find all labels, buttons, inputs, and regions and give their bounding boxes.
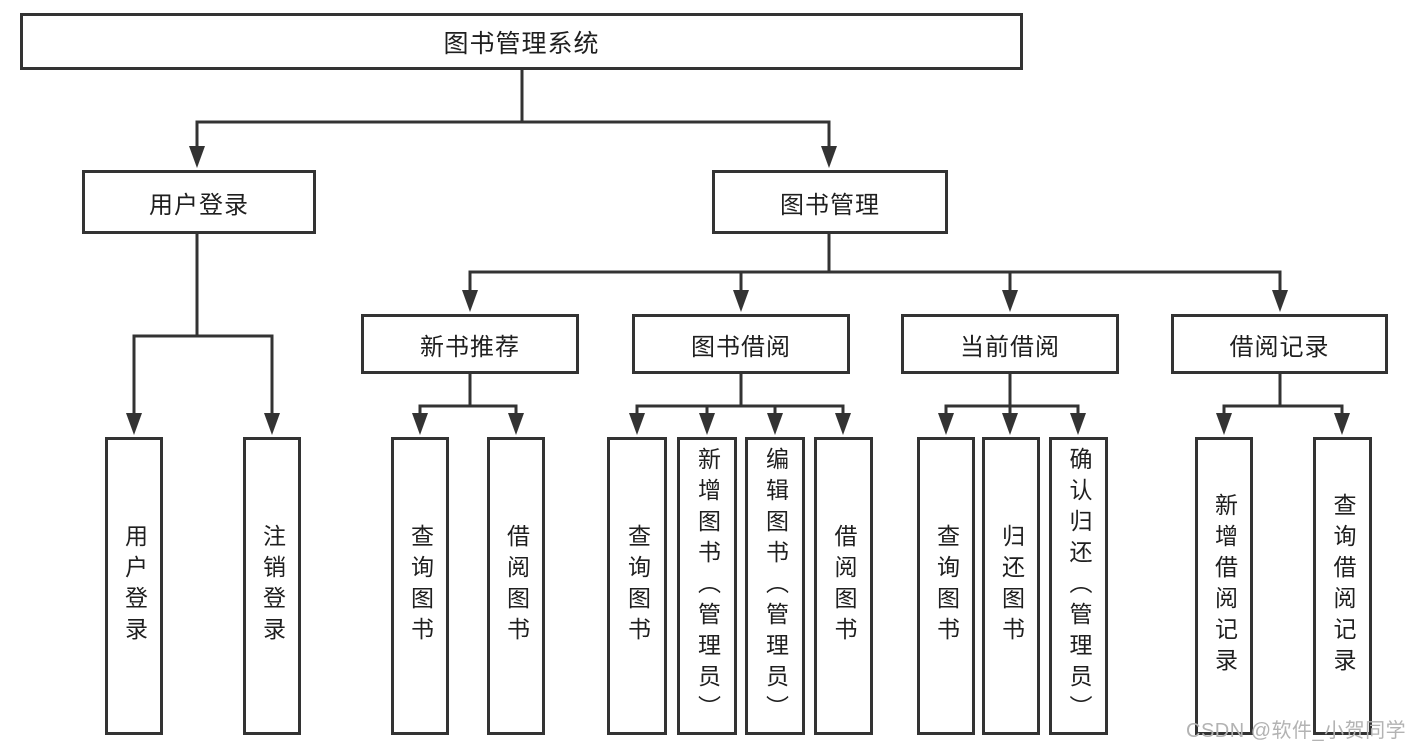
leaf-logout-label: 注销登录 [259,524,286,648]
leaf-query-books-current: 查询图书 [917,437,975,735]
node-current-borrow: 当前借阅 [901,314,1119,374]
leaf-query-borrow-record-label: 查询借阅记录 [1330,493,1356,679]
connector-newbook-to-leaves [412,373,524,435]
node-book-borrow-label: 图书借阅 [691,333,791,361]
leaf-logout: 注销登录 [243,437,301,735]
connector-borrowrecord-to-leaves [1216,373,1350,435]
leaf-edit-book-admin: 编辑图书（管理员） [745,437,805,735]
leaf-query-books-borrow: 查询图书 [607,437,667,735]
node-book-management-label: 图书管理 [780,191,880,219]
leaf-borrow-books-newbook-label: 借阅图书 [503,524,530,648]
leaf-confirm-return-admin-label: 确认归还（管理员） [1066,446,1092,726]
connector-bookmgmt-to-level3 [462,233,1288,312]
leaf-add-borrow-record-label: 新增借阅记录 [1211,493,1238,679]
leaf-add-book-admin-label: 新增图书（管理员） [694,446,721,726]
connector-currentborrow-to-leaves [938,373,1086,435]
leaf-user-login: 用户登录 [105,437,163,735]
leaf-borrow-books: 借阅图书 [814,437,873,735]
connector-root-to-level2 [189,68,837,168]
leaf-confirm-return-admin: 确认归还（管理员） [1049,437,1108,735]
leaf-query-books-borrow-label: 查询图书 [624,524,651,648]
leaf-user-login-label: 用户登录 [121,524,148,648]
node-user-login-label: 用户登录 [149,191,249,219]
node-library-system-label: 图书管理系统 [443,29,600,58]
connector-bookborrow-to-leaves [629,373,851,435]
leaf-query-books-current-label: 查询图书 [933,524,960,648]
node-book-borrow: 图书借阅 [632,314,850,374]
leaf-borrow-books-newbook: 借阅图书 [487,437,545,735]
node-user-login: 用户登录 [82,170,316,234]
node-new-book-recommend-label: 新书推荐 [420,333,520,361]
node-library-system: 图书管理系统 [20,13,1023,70]
leaf-add-borrow-record: 新增借阅记录 [1195,437,1253,735]
node-borrow-record-label: 借阅记录 [1229,333,1330,361]
leaf-borrow-books-label: 借阅图书 [831,524,857,648]
leaf-add-book-admin: 新增图书（管理员） [677,437,737,735]
leaf-edit-book-admin-label: 编辑图书（管理员） [762,446,789,726]
node-new-book-recommend: 新书推荐 [361,314,579,374]
node-borrow-record: 借阅记录 [1171,314,1388,374]
csdn-watermark: CSDN @软件_小贺同学 [1186,720,1405,742]
leaf-query-books-newbook-label: 查询图书 [407,524,434,648]
leaf-query-books-newbook: 查询图书 [391,437,449,735]
node-current-borrow-label: 当前借阅 [960,333,1060,361]
leaf-return-books-label: 归还图书 [998,524,1025,648]
leaf-query-borrow-record: 查询借阅记录 [1313,437,1372,735]
node-book-management: 图书管理 [712,170,948,234]
leaf-return-books: 归还图书 [982,437,1040,735]
connector-userlogin-to-leaves [126,233,280,435]
